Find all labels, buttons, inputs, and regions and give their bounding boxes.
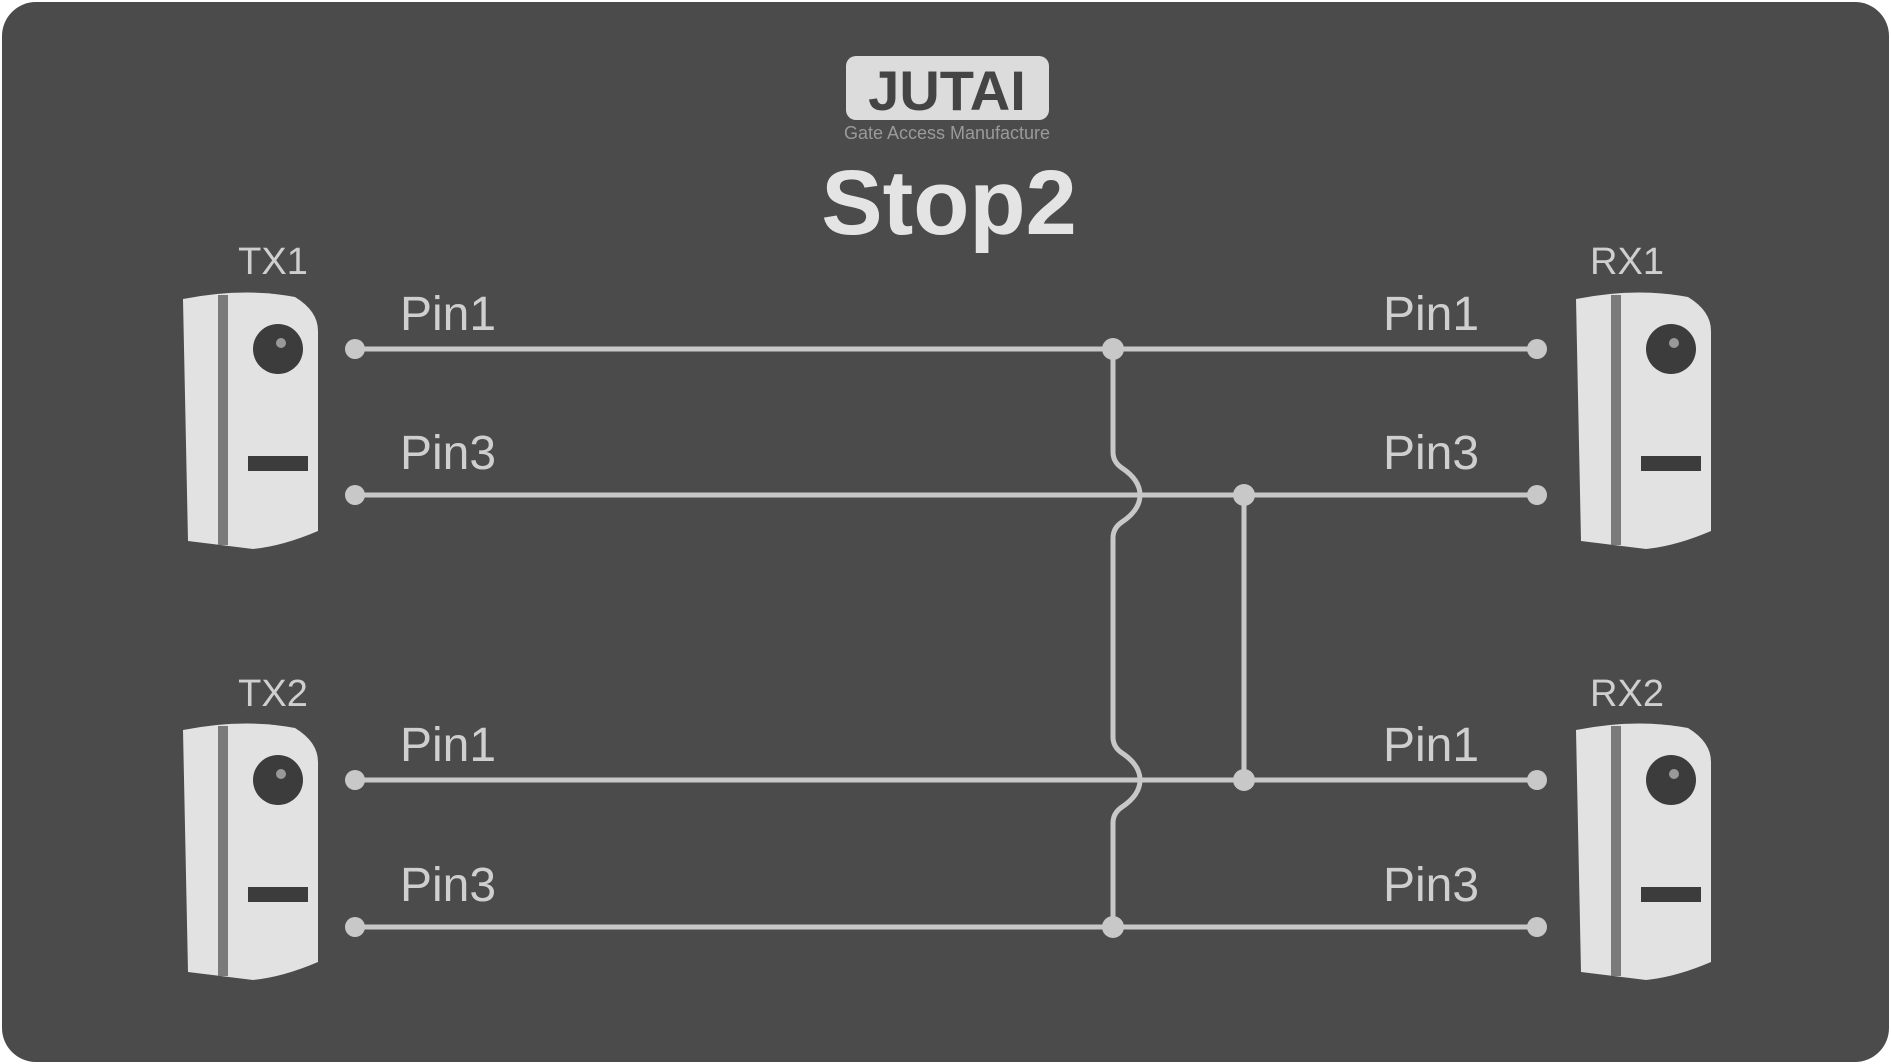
rx1-pin3-label: Pin3 — [1383, 427, 1479, 480]
tx1-pin1-label: Pin1 — [400, 288, 496, 341]
wires — [355, 346, 1537, 930]
tx1-sensor-icon — [183, 292, 318, 549]
tx2-label: TX2 — [238, 673, 308, 715]
rx2-pin3-label: Pin3 — [1383, 859, 1479, 912]
junction-dots — [345, 338, 1547, 938]
rx1-sensor-icon — [1576, 292, 1711, 549]
rx1-pin1-label: Pin1 — [1383, 288, 1479, 341]
logo-brand: JUTAI — [868, 59, 1026, 122]
tx2-pin1-label: Pin1 — [400, 719, 496, 772]
rx1-label: RX1 — [1590, 241, 1664, 283]
tx1-label: TX1 — [238, 241, 308, 283]
logo-box — [846, 56, 1049, 120]
tx1-pin3-label: Pin3 — [400, 427, 496, 480]
rx2-sensor-icon — [1576, 723, 1711, 980]
diagram-title: Stop2 — [821, 152, 1077, 254]
tx2-sensor-icon — [183, 723, 318, 980]
tx2-pin3-label: Pin3 — [400, 859, 496, 912]
crossover-wire-a — [1110, 349, 1143, 927]
rx2-pin1-label: Pin1 — [1383, 719, 1479, 772]
logo-tagline: Gate Access Manufacture — [844, 123, 1050, 143]
rx2-label: RX2 — [1590, 673, 1664, 715]
